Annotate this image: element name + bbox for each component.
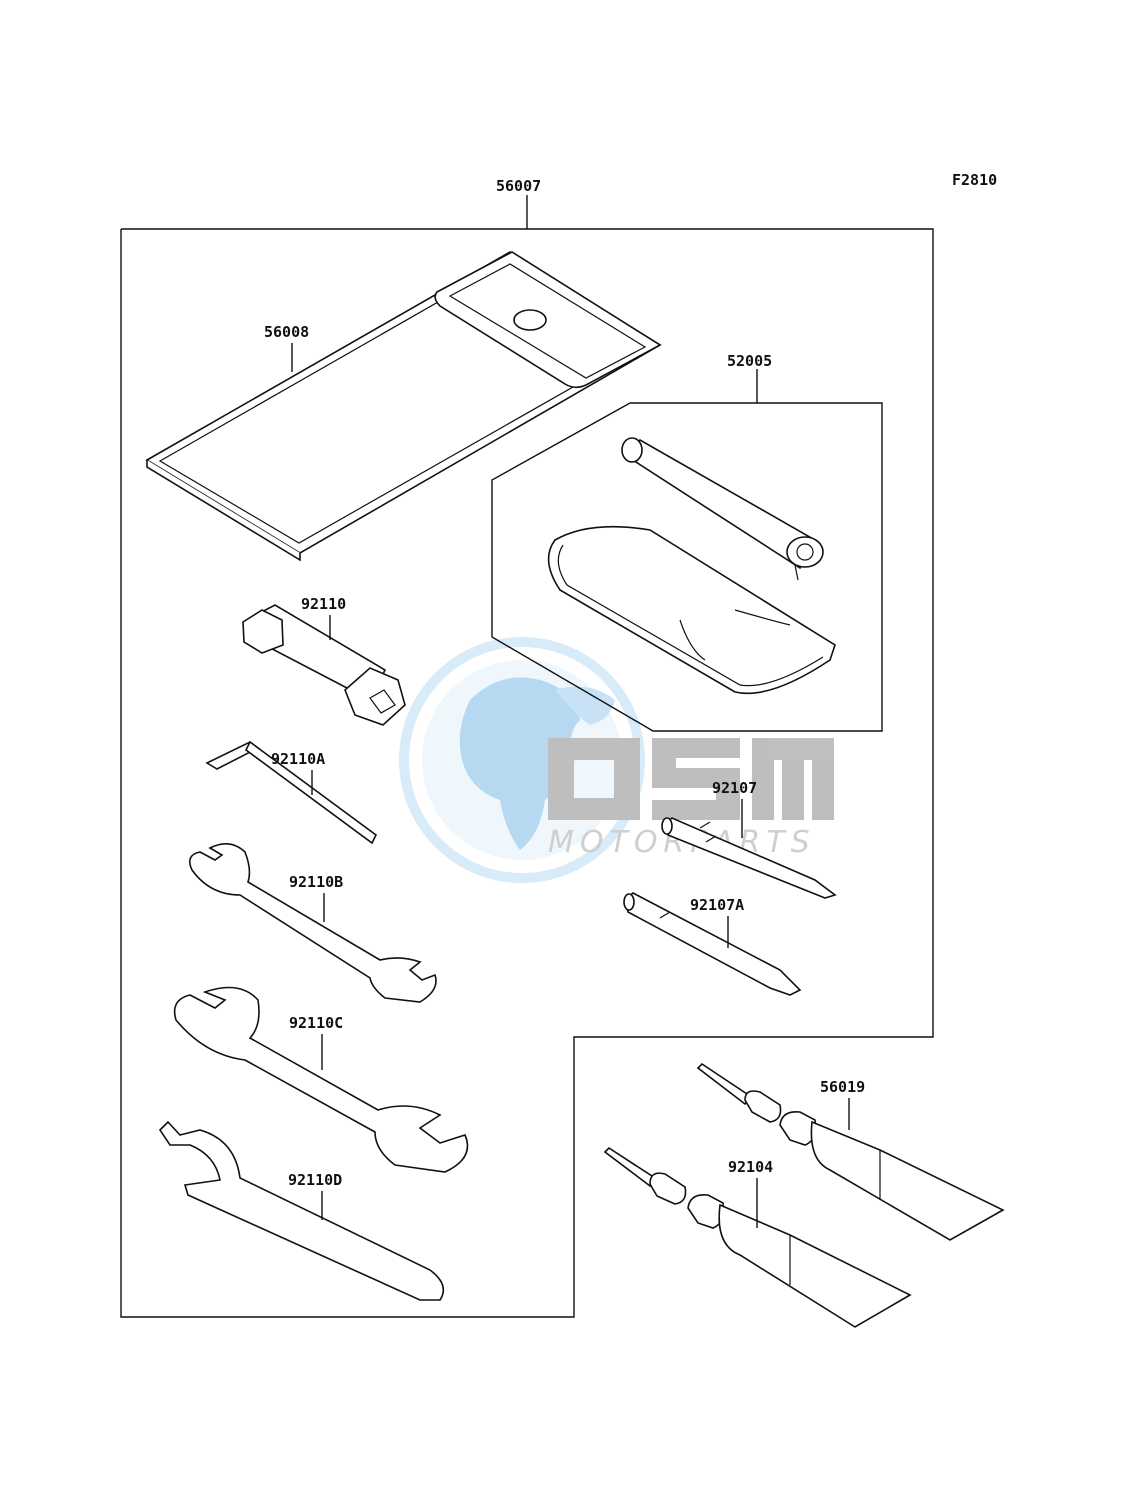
label-92110b: 92110B — [289, 873, 343, 891]
label-92104: 92104 — [728, 1158, 773, 1176]
osm-logo-letters — [548, 738, 834, 820]
wrench-b — [189, 843, 437, 1003]
label-92110a: 92110A — [271, 750, 325, 768]
hook-wrench — [158, 1120, 445, 1301]
pump-kit-box — [491, 369, 883, 732]
label-92110d: 92110D — [288, 1171, 342, 1189]
hex-key — [205, 740, 378, 845]
label-92110: 92110 — [301, 595, 346, 613]
wrench-c — [173, 986, 469, 1173]
kit-outline — [120, 195, 934, 1318]
watermark: MOTORPARTS — [399, 637, 834, 883]
tube-56019 — [696, 1062, 1005, 1241]
tool-case — [145, 251, 662, 562]
label-52005: 52005 — [727, 352, 772, 370]
label-92110c: 92110C — [289, 1014, 343, 1032]
label-56007: 56007 — [496, 177, 541, 195]
screwdriver-92107a — [623, 892, 802, 996]
tube-92104 — [603, 1146, 912, 1328]
globe-icon — [399, 637, 645, 883]
label-92107a: 92107A — [690, 896, 744, 914]
label-56019: 56019 — [820, 1078, 865, 1096]
label-92107: 92107 — [712, 779, 757, 797]
label-56008: 56008 — [264, 323, 309, 341]
screwdriver-92107 — [661, 817, 837, 899]
plug-wrench — [242, 604, 406, 726]
figure-code: F2810 — [952, 171, 997, 189]
